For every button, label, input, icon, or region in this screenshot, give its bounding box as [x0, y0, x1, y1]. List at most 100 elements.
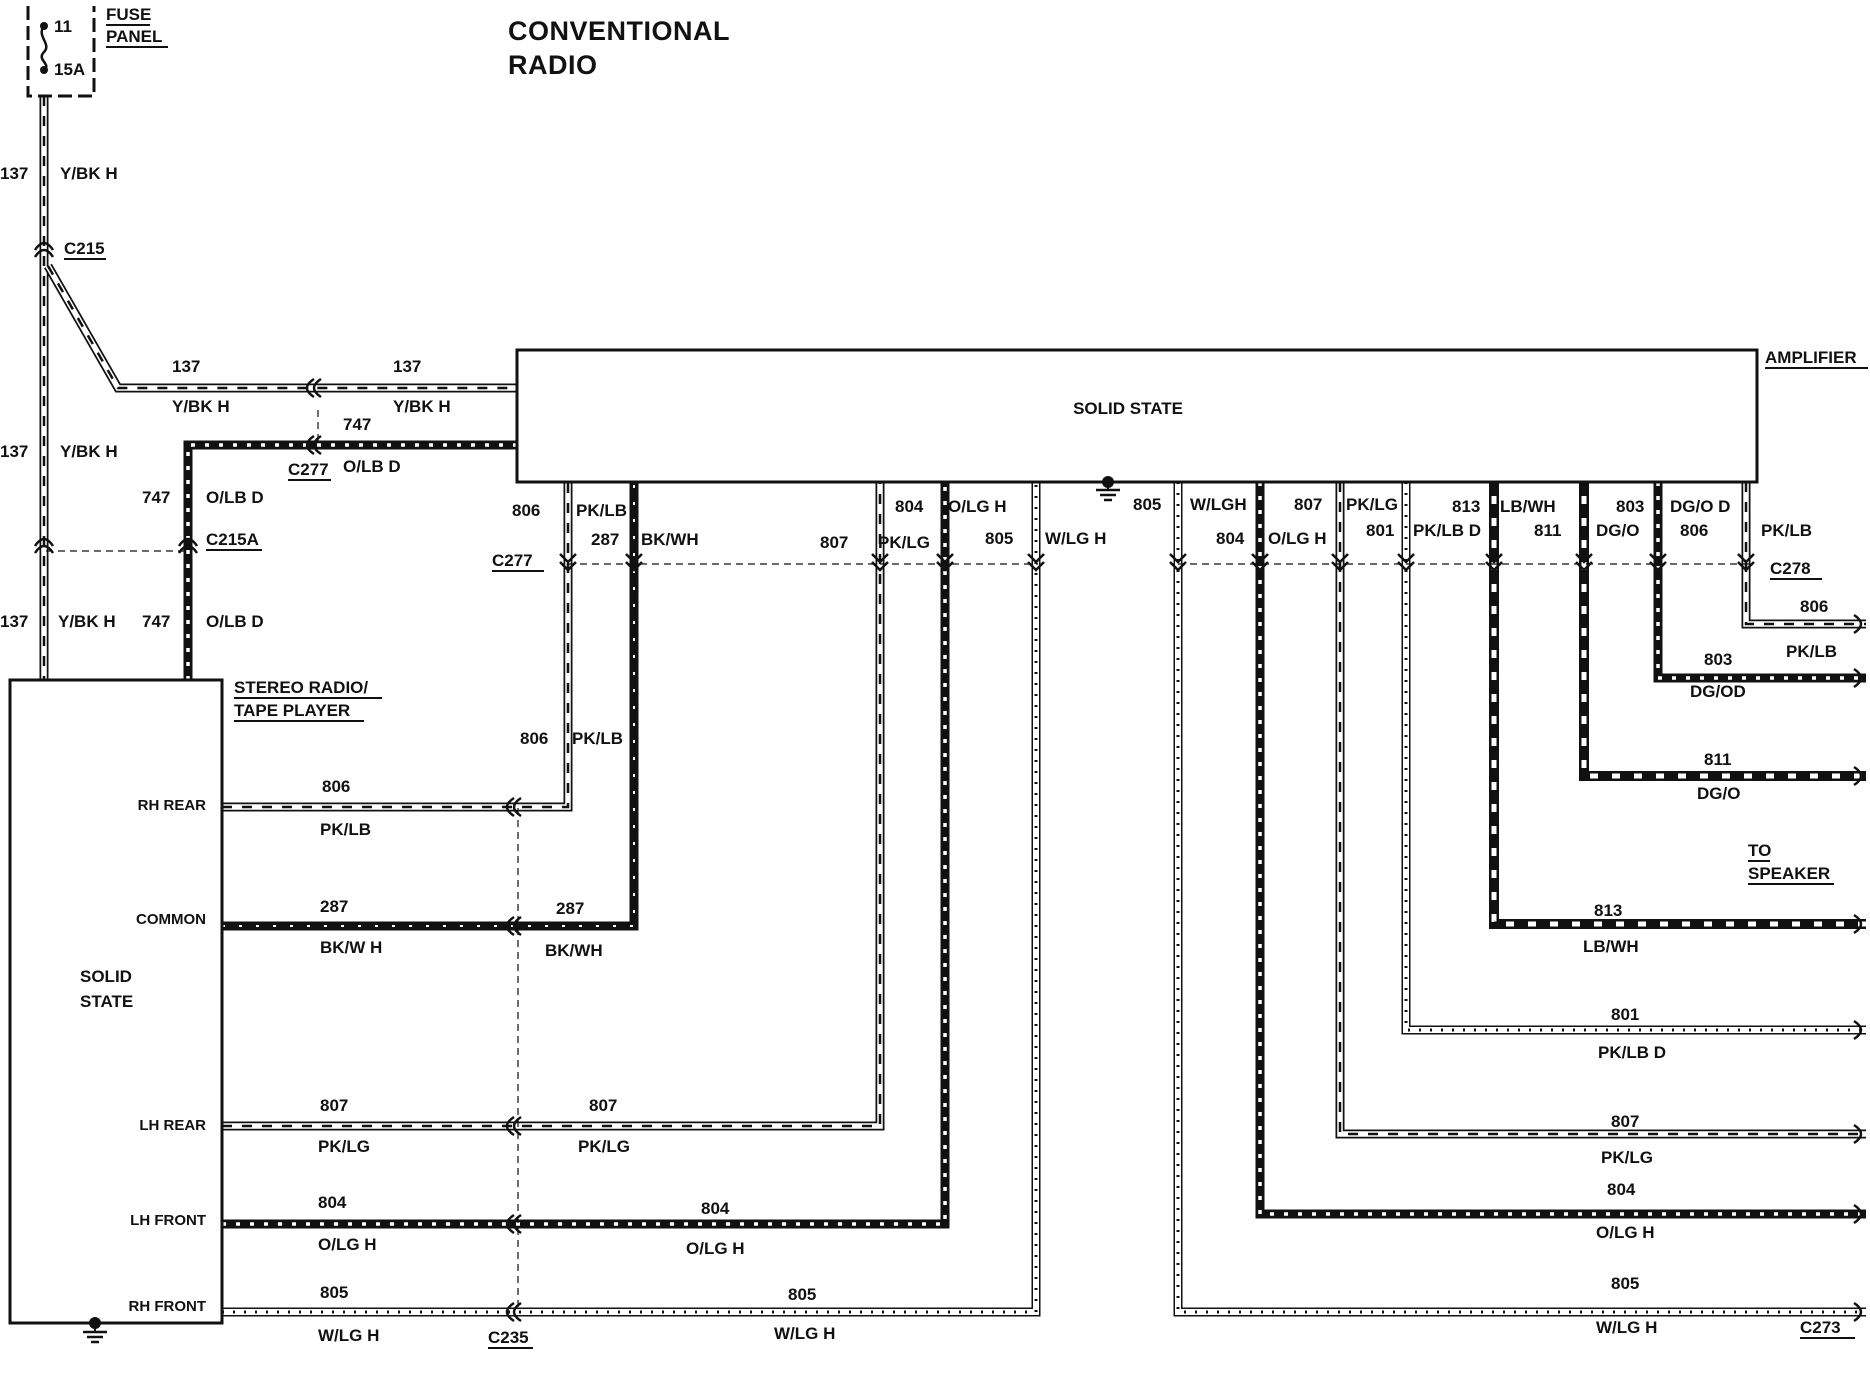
c277-symbol-a [305, 377, 322, 399]
wire-807-out [1335, 482, 1866, 1139]
label-807-out: 807 [1611, 1112, 1639, 1131]
c235-symbol-1 [505, 915, 522, 937]
label-805-mid: 805 [788, 1285, 816, 1304]
connector-c215: C215 [64, 239, 105, 258]
label-811-amp-r: 811 [1534, 521, 1561, 540]
label-811-out: 811 [1704, 750, 1731, 769]
radio-pin-lh-rear: LH REAR [139, 1117, 206, 1134]
label-801-amp-r: 801 [1366, 521, 1394, 540]
label-807-amp: 807 [820, 533, 848, 552]
label-wlgh-radio: W/LG H [318, 1326, 379, 1345]
label-wlgh-out: W/LG H [1596, 1318, 1657, 1337]
to-speaker-label-2: SPEAKER [1748, 864, 1830, 883]
label-dgod-out: DG/OD [1690, 682, 1746, 701]
label-pklg-amp: PK/LG [878, 533, 930, 552]
c215a-symbol-b [177, 537, 199, 554]
fuse-element [40, 25, 48, 71]
label-801-out: 801 [1611, 1005, 1639, 1024]
label-805-out: 805 [1611, 1274, 1639, 1293]
radio-pin-common: COMMON [136, 911, 206, 928]
label-olgh-radio: O/LG H [318, 1235, 377, 1254]
label-813-amp-r: 813 [1452, 497, 1480, 516]
amp-pin-symbol-0 [559, 553, 577, 572]
connector-c273: C273 [1800, 1318, 1841, 1337]
amp-pin-symbol-1 [625, 553, 643, 572]
label-804-amp: 804 [895, 497, 924, 516]
speaker-symbol-3 [1853, 913, 1863, 935]
label-pklg-mid: PK/LG [578, 1137, 630, 1156]
connector-c277-upper: C277 [288, 460, 329, 479]
c235-symbol-4 [505, 1301, 522, 1323]
amp-pin-symbol-12 [1737, 553, 1755, 572]
radio-pin-rh-front: RH FRONT [129, 1298, 207, 1315]
c235-symbol-2 [505, 1115, 522, 1137]
label-287-mid: 287 [556, 899, 584, 918]
label-ybkh-a: Y/BK H [60, 164, 118, 183]
diagram-title-line-2: RADIO [508, 50, 598, 80]
label-287-amp: 287 [591, 530, 619, 549]
label-747-c: 747 [142, 612, 170, 631]
wire-803-out [1653, 482, 1866, 683]
label-bkwh-mid: BK/WH [545, 941, 603, 960]
diagram-title-line-1: CONVENTIONAL [508, 16, 730, 46]
amplifier-body: SOLID STATE [1073, 399, 1183, 418]
wire-813-out [1489, 482, 1866, 929]
wire-805-radio [222, 482, 1041, 1317]
stereo-radio-label-2: TAPE PLAYER [234, 701, 350, 720]
connector-c235: C235 [488, 1328, 529, 1347]
label-pklb-out: PK/LB [1786, 642, 1837, 661]
wire-807-radio [222, 482, 885, 1131]
label-137-d: 137 [172, 357, 200, 376]
label-804-mid: 804 [701, 1199, 730, 1218]
label-pklb-amp-r: PK/LB [1761, 521, 1812, 540]
label-olgh-mid: O/LG H [686, 1239, 745, 1258]
c215a-symbol-a [33, 537, 55, 554]
speaker-symbol-4 [1853, 1019, 1863, 1041]
amplifier-ground-icon [1096, 476, 1120, 502]
label-olbd-b: O/LB D [206, 488, 264, 507]
label-bkwh-amp: BK/WH [641, 530, 699, 549]
label-806-amp: 806 [512, 501, 540, 520]
label-805-amp-r: 805 [1133, 495, 1161, 514]
label-ybkh-e: Y/BK H [393, 397, 451, 416]
label-806-amp-r: 806 [1680, 521, 1708, 540]
fuse-rating: 15A [54, 60, 85, 79]
label-803-out: 803 [1704, 650, 1732, 669]
amp-pin-symbol-3 [936, 553, 954, 572]
label-137-b: 137 [0, 442, 28, 461]
stereo-radio-body-1: SOLID [80, 967, 132, 986]
label-ybkh-c: Y/BK H [58, 612, 116, 631]
label-ybkh-b: Y/BK H [60, 442, 118, 461]
speaker-symbol-1 [1853, 667, 1863, 689]
c235-symbol-3 [505, 1213, 522, 1235]
label-803-amp-r: 803 [1616, 497, 1644, 516]
label-pklbd-out: PK/LB D [1598, 1043, 1666, 1062]
label-807-mid: 807 [589, 1096, 617, 1115]
speaker-symbol-5 [1853, 1123, 1863, 1145]
wires-layer [39, 96, 1866, 1317]
label-pklb-mid: PK/LB [572, 729, 623, 748]
amplifier-label: AMPLIFIER [1765, 348, 1857, 367]
wire-804-radio [222, 482, 950, 1229]
label-805-amp: 805 [985, 529, 1013, 548]
wire-806-out [1741, 482, 1866, 629]
c235-symbol-0 [505, 796, 522, 818]
wire-801-out [1401, 482, 1866, 1035]
wire-806-radio [222, 482, 573, 812]
fuse-panel-label-2: PANEL [106, 27, 162, 46]
label-olbd-c: O/LB D [206, 612, 264, 631]
label-olgh-amp: O/LG H [948, 497, 1007, 516]
label-804-out: 804 [1607, 1180, 1636, 1199]
amp-pin-symbol-11 [1649, 553, 1667, 572]
wire-805-out [1173, 482, 1866, 1317]
label-olgh-out: O/LG H [1596, 1223, 1655, 1242]
connector-symbols [33, 241, 1863, 1323]
to-speaker-label-1: TO [1748, 841, 1771, 860]
radio-ground-icon [83, 1317, 107, 1344]
amp-pin-symbol-7 [1331, 553, 1349, 572]
connector-c215a: C215A [206, 530, 259, 549]
fuse-panel-box [26, 6, 96, 98]
amp-pin-symbol-10 [1575, 553, 1593, 572]
amp-pin-symbol-6 [1251, 553, 1269, 572]
